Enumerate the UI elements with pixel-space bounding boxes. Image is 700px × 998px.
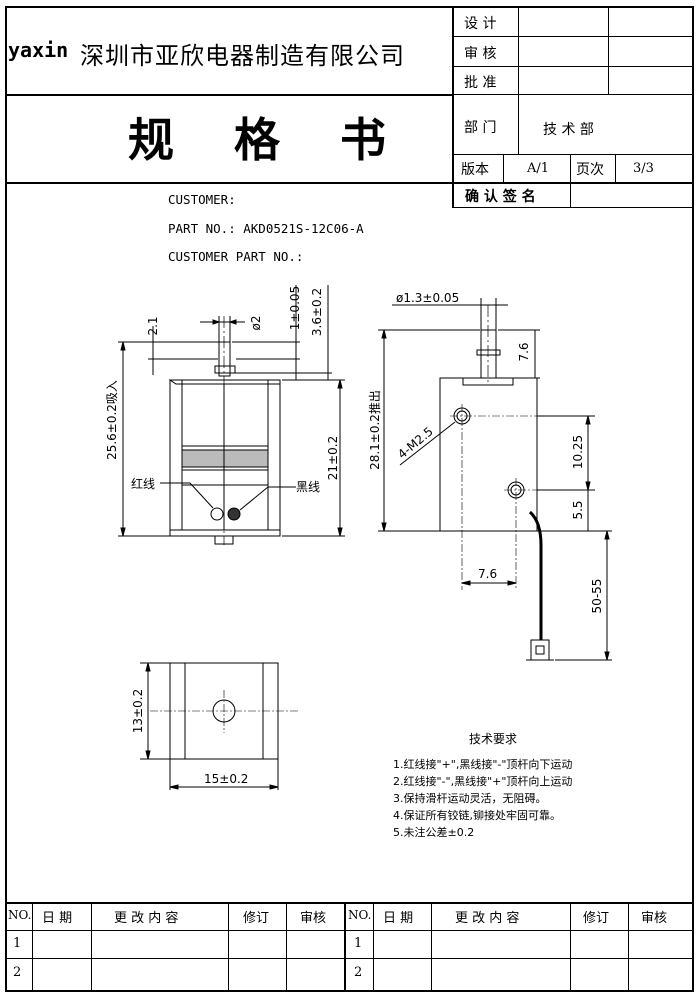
requirement-1: 1.红线接"+",黑线接"-"顶杆向下运动: [393, 758, 573, 771]
customer-label: CUSTOMER:: [168, 192, 236, 207]
document-title: 规 格 书: [128, 113, 409, 167]
part-number: PART NO.: AKD0521S-12C06-A: [168, 221, 364, 236]
approval-design-label: 设 计: [464, 16, 497, 32]
dim-13: 13±0.2: [131, 689, 145, 733]
dim-7-6-top: 7.6: [517, 342, 531, 361]
dim-28-1: 28.1±0.2推出: [368, 390, 382, 470]
confirm-signature-label: 确 认 签 名: [465, 189, 536, 205]
rev-header-no-right: NO.: [348, 908, 372, 922]
dim-3-6: 3.6±0.2: [310, 288, 324, 336]
department-label: 部 门: [464, 120, 497, 136]
rev-header-date-right: 日 期: [383, 911, 414, 926]
rev-header-content-right: 更 改 内 容: [455, 911, 520, 926]
approval-approve-label: 批 准: [464, 75, 497, 91]
version-value: A/1: [527, 161, 550, 176]
rev-row-2-right: 2: [354, 965, 363, 980]
dim-phi1-3: ø1.3±0.05: [396, 291, 459, 305]
dim-4-m2-5: 4-M2.5: [395, 424, 436, 461]
rev-header-date-left: 日 期: [42, 911, 73, 926]
page-value: 3/3: [633, 161, 654, 176]
dim-50-55: 50-55: [590, 579, 604, 614]
department-value: 技 术 部: [543, 122, 594, 138]
rev-row-1-left: 1: [13, 936, 22, 951]
frame-bottom: [5, 990, 694, 992]
requirements-title: 技术要求: [469, 732, 518, 746]
page-label: 页次: [576, 162, 604, 178]
bottom-view: [140, 662, 298, 790]
dim-phi2: ø2: [249, 316, 263, 331]
requirement-2: 2.红线接"-",黑线接"+"顶杆向上运动: [393, 775, 573, 788]
dim-7-6-bottom: 7.6: [478, 567, 497, 581]
approval-review-label: 审 核: [464, 46, 497, 62]
frame-left: [5, 6, 7, 992]
dim-1: 1±0.05: [288, 286, 302, 330]
company-logo: yaxin: [8, 38, 69, 62]
rev-header-check-right: 审核: [641, 911, 668, 926]
dim-15: 15±0.2: [204, 772, 248, 786]
header-divider-2: [5, 182, 693, 184]
dim-2-1: 2.1: [146, 316, 160, 335]
rev-row-1-right: 1: [354, 936, 363, 951]
rev-header-revise-left: 修订: [243, 911, 270, 926]
label-red-wire: 红线: [131, 476, 155, 491]
dim-21: 21±0.2: [326, 436, 340, 480]
dim-5-5: 5.5: [571, 500, 585, 519]
front-view: [118, 285, 345, 545]
rev-header-check-left: 审核: [300, 911, 327, 926]
company-name: 深圳市亚欣电器制造有限公司: [80, 42, 405, 70]
rev-header-content-left: 更 改 内 容: [114, 911, 179, 926]
requirement-5: 5.未注公差±0.2: [393, 826, 475, 839]
version-label: 版本: [461, 162, 489, 178]
header-divider-1: [5, 94, 453, 96]
frame-top: [5, 6, 694, 8]
requirement-4: 4.保证所有铰链,铆接处牢固可靠。: [393, 809, 561, 822]
rev-header-no-left: NO.: [8, 908, 32, 922]
frame-right: [692, 6, 694, 992]
header-vertical: [452, 6, 454, 208]
customer-part-number: CUSTOMER PART NO.:: [168, 249, 304, 264]
requirement-3: 3.保持滑杆运动灵活，无阻碍。: [393, 792, 547, 805]
dim-25-6: 25.6±0.2吸入: [105, 380, 119, 460]
rev-row-2-left: 2: [13, 965, 22, 980]
side-view: [378, 298, 612, 661]
rev-header-revise-right: 修订: [583, 911, 610, 926]
label-black-wire: 黑线: [296, 480, 320, 494]
dim-10-25: 10.25: [571, 435, 585, 469]
